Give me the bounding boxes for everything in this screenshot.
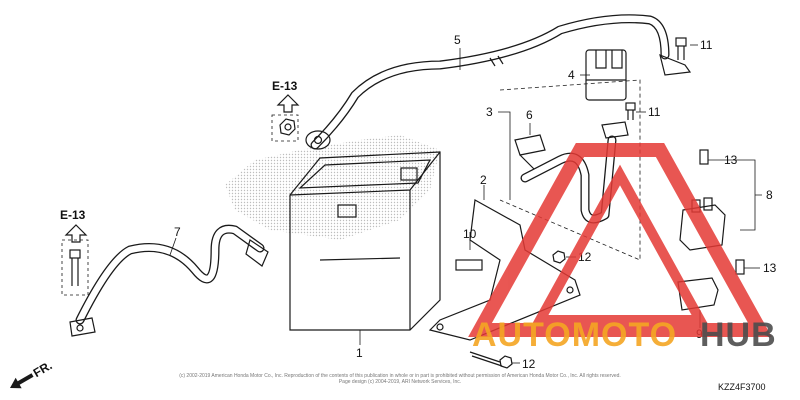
reference-label-top: E-13 — [272, 79, 298, 93]
reference-label-left: E-13 — [60, 208, 86, 222]
battery-pad[interactable] — [455, 259, 483, 271]
watermark-text-gray: HUB — [700, 316, 777, 354]
front-direction-arrow: FR. — [10, 358, 55, 389]
relay-cover[interactable] — [585, 49, 627, 101]
callout-13-upper: 13 — [724, 153, 738, 167]
callout-11-upper: 11 — [700, 38, 713, 52]
callout-10: 10 — [463, 227, 477, 241]
diagram-code: KZZ4F3700 — [718, 382, 766, 392]
fuse[interactable] — [735, 259, 745, 275]
callout-7: 7 — [174, 225, 181, 239]
callout-12-lower: 12 — [522, 357, 536, 371]
callout-1: 1 — [356, 346, 363, 360]
callout-5: 5 — [454, 33, 461, 47]
callout-8: 8 — [766, 188, 773, 202]
copyright-line-2: Page design (c) 2004-2019, ARI Network S… — [339, 379, 461, 385]
callout-3: 3 — [486, 105, 493, 119]
bolt[interactable] — [625, 102, 636, 120]
bolt[interactable] — [469, 351, 513, 369]
starter-relay-group-box — [499, 79, 641, 261]
callout-2: 2 — [480, 173, 487, 187]
watermark-text-orange: AUTOMOTO — [472, 316, 677, 354]
watermark-logo — [468, 143, 772, 337]
bolt[interactable] — [552, 250, 566, 264]
battery[interactable] — [289, 151, 441, 331]
bolt[interactable] — [61, 239, 89, 296]
negative-cable[interactable] — [69, 224, 269, 337]
callout-11-middle: 11 — [648, 105, 661, 119]
front-direction-label: FR. — [31, 358, 55, 380]
relay-case[interactable] — [677, 277, 719, 311]
callout-6: 6 — [526, 108, 533, 122]
frame-outline-ghost — [225, 135, 440, 240]
positive-cable[interactable] — [305, 14, 692, 150]
fuse[interactable] — [699, 149, 709, 165]
callout-13-lower: 13 — [763, 261, 777, 275]
copyright-line-1: (c) 2002-2019 American Honda Motor Co., … — [179, 373, 621, 379]
terminal-nut — [271, 114, 299, 142]
callout-4: 4 — [568, 68, 575, 82]
reference-arrow-top — [276, 94, 300, 113]
reference-arrow-left — [64, 224, 88, 243]
bolt[interactable] — [675, 37, 687, 60]
